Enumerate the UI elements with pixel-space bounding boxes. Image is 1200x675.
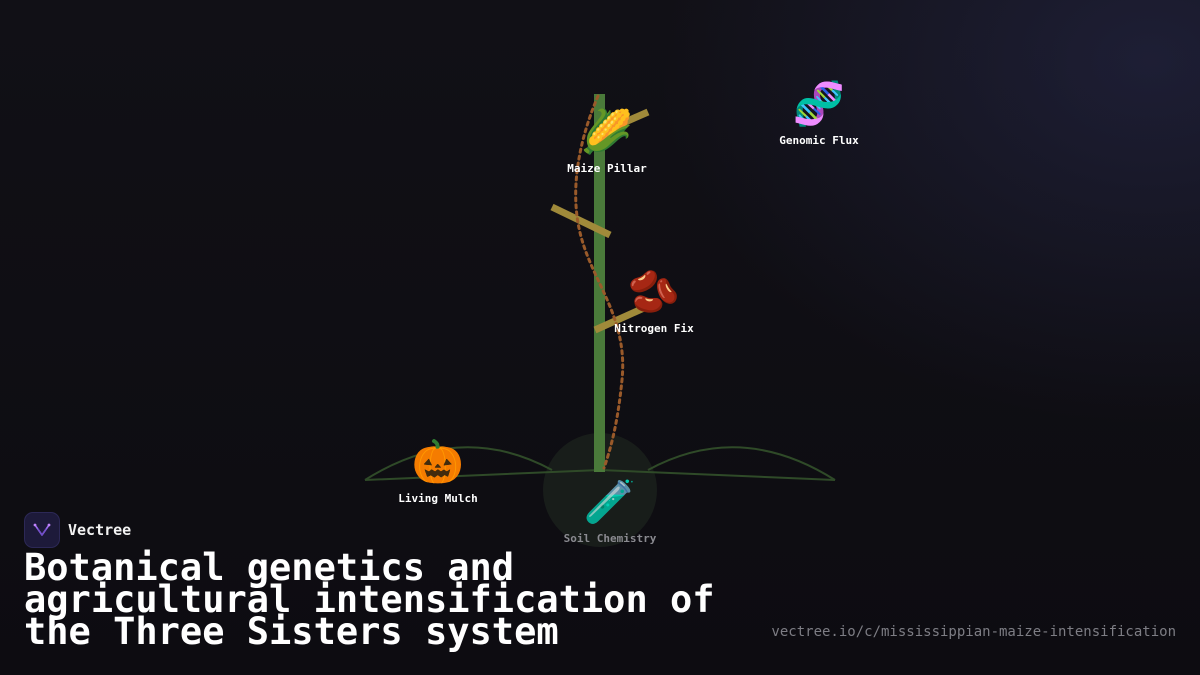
ground-right-arc <box>647 446 836 481</box>
vectree-logo-icon <box>24 512 60 548</box>
node-soil-chemistry: 🧪 Soil Chemistry <box>563 477 657 546</box>
maize-leaf-lower <box>593 299 657 334</box>
node-label: Soil Chemistry <box>563 532 657 545</box>
ground-left-arc <box>364 446 553 481</box>
node-genomic-flux: 🧬 Genomic Flux <box>779 79 859 148</box>
dna-icon: 🧬 <box>792 79 846 128</box>
node-maize-pillar: 🌽 Maize Pillar <box>567 107 647 176</box>
pumpkin-icon: 🎃 <box>411 437 465 486</box>
maize-leaf-upper <box>598 108 650 137</box>
source-url[interactable]: vectree.io/c/mississippian-maize-intensi… <box>771 624 1176 640</box>
page-title: Botanical genetics and agricultural inte… <box>24 546 715 653</box>
brand[interactable]: Vectree <box>24 512 131 548</box>
node-label: Living Mulch <box>398 492 478 505</box>
brand-name: Vectree <box>68 521 132 539</box>
beans-icon: 🫘 <box>627 267 681 316</box>
node-label: Maize Pillar <box>567 162 647 175</box>
test-tube-icon: 🧪 <box>583 477 637 526</box>
maize-stalk <box>594 94 605 472</box>
bean-vine <box>574 94 625 470</box>
node-label: Genomic Flux <box>779 134 859 147</box>
maize-leaf-middle <box>550 203 612 239</box>
soil-glow <box>543 433 657 547</box>
node-label: Nitrogen Fix <box>614 322 694 335</box>
node-nitrogen-fix: 🫘 Nitrogen Fix <box>614 267 694 336</box>
corn-icon: 🌽 <box>580 107 634 156</box>
node-living-mulch: 🎃 Living Mulch <box>398 437 478 506</box>
